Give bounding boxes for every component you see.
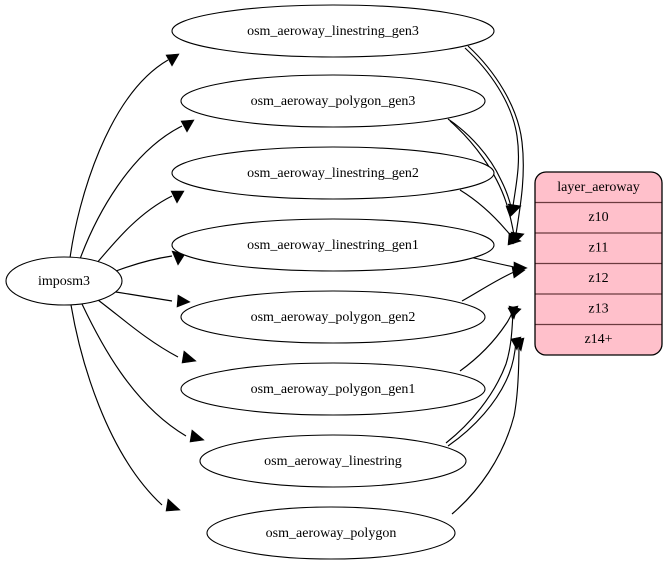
layer-aeroway-row-z10[interactable]: z10 [588,210,608,225]
node-osm-aeroway-polygon-shape[interactable] [206,506,456,560]
layer-aeroway-row-z11[interactable]: z11 [589,241,609,256]
layer-aeroway-table-outline [534,171,663,356]
edge-imposm3-to-polygon-gen3 [79,119,195,260]
node-osm-aeroway-linestring-shape[interactable] [199,434,467,488]
node-osm-aeroway-polygon-gen1[interactable]: osm_aeroway_polygon_gen1 [180,362,486,416]
edge-linestring-gen3-to-z11 [467,45,525,244]
edge-polygon-to-z14 [451,337,525,515]
edge-polygon-gen2-to-z12 [461,266,526,302]
node-imposm3[interactable]: imposm3 [5,256,123,306]
layer-aeroway-header-label: layer_aeroway [557,180,639,195]
node-osm-aeroway-linestring-label: osm_aeroway_linestring [264,454,402,469]
edge-linestring-gen2-to-z11 [459,189,522,246]
layer-aeroway-row-z13[interactable]: z13 [588,302,608,317]
edge-imposm3-to-linestring-gen3 [69,53,180,259]
edge-imposm3-to-polygon-gen1 [97,299,197,364]
node-osm-aeroway-linestring-gen1[interactable]: osm_aeroway_linestring_gen1 [171,218,495,272]
node-osm-aeroway-polygon-gen3-label: osm_aeroway_polygon_gen3 [251,94,416,109]
node-osm-aeroway-linestring-gen3[interactable]: osm_aeroway_linestring_gen3 [171,4,495,58]
node-osm-aeroway-linestring-gen1-label: osm_aeroway_linestring_gen1 [247,238,419,253]
node-osm-aeroway-polygon-gen2-shape[interactable] [180,290,486,344]
node-osm-aeroway-polygon-label: osm_aeroway_polygon [266,526,397,541]
node-osm-aeroway-linestring-gen2-shape[interactable] [171,146,495,200]
node-osm-aeroway-linestring[interactable]: osm_aeroway_linestring [199,434,467,488]
node-osm-aeroway-linestring-gen2-label: osm_aeroway_linestring_gen2 [247,166,419,181]
node-osm-aeroway-polygon-gen3-shape[interactable] [180,74,486,128]
edge-linestring-to-z13 [445,305,519,444]
node-osm-aeroway-polygon-gen2-label: osm_aeroway_polygon_gen2 [251,310,416,325]
edge-imposm3-to-linestring-gen1 [115,250,186,272]
node-osm-aeroway-polygon-gen2[interactable]: osm_aeroway_polygon_gen2 [180,290,486,344]
edge-imposm3-to-linestring [81,303,205,443]
node-osm-aeroway-polygon-gen1-label: osm_aeroway_polygon_gen1 [251,382,416,397]
node-osm-aeroway-linestring-gen3-shape[interactable] [171,4,495,58]
layer-aeroway-row-z14-plus[interactable]: z14+ [584,332,612,347]
layer-aeroway-row-z12[interactable]: z12 [588,271,608,286]
node-imposm3-shape[interactable] [5,256,123,306]
edge-imposm3-to-linestring-gen2 [95,190,185,265]
node-layer-aeroway-table[interactable]: layer_aeroway z10 z11 z12 z13 z14+ [534,171,663,356]
node-osm-aeroway-linestring-gen1-shape[interactable] [171,218,495,272]
node-imposm3-label: imposm3 [38,274,90,289]
edge-group-tables-to-layer [445,45,528,515]
node-osm-aeroway-polygon-gen3[interactable]: osm_aeroway_polygon_gen3 [180,74,486,128]
node-osm-aeroway-polygon[interactable]: osm_aeroway_polygon [206,506,456,560]
node-osm-aeroway-polygon-gen1-shape[interactable] [180,362,486,416]
node-osm-aeroway-linestring-gen3-label: osm_aeroway_linestring_gen3 [247,24,419,39]
node-osm-aeroway-linestring-gen2[interactable]: osm_aeroway_linestring_gen2 [171,146,495,200]
edge-imposm3-to-polygon-gen2 [115,291,191,308]
edge-imposm3-to-polygon [70,304,181,512]
